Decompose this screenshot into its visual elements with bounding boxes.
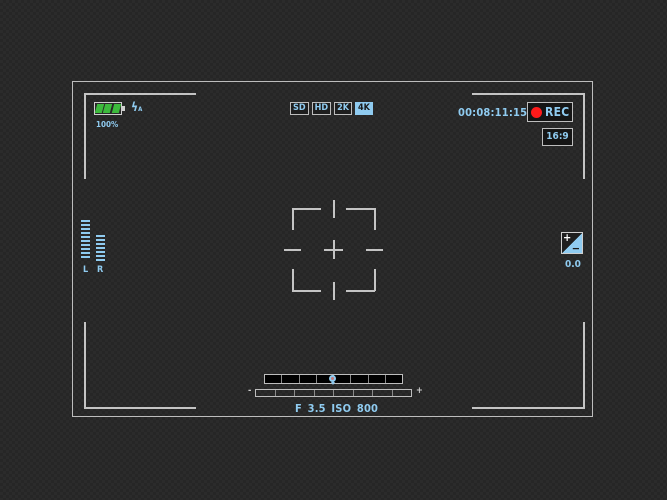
exposure-scale-ticks — [255, 389, 412, 397]
exposure-marker-icon[interactable] — [329, 375, 336, 382]
timecode: 00:08:11:15 — [458, 106, 528, 119]
flash-bolt: ϟ — [131, 100, 139, 114]
viewfinder-frame — [72, 81, 593, 417]
battery-percent: 100% — [96, 120, 119, 129]
resolution-4k[interactable]: 4K — [354, 102, 373, 115]
audio-meter-left — [81, 220, 90, 258]
audio-meter-right — [96, 235, 105, 261]
flash-mode-label: A — [138, 106, 143, 113]
rec-label: REC — [545, 105, 570, 119]
corner-bracket-top-left — [84, 93, 196, 179]
iso-value: ISO 800 — [331, 402, 379, 415]
flash-auto-icon[interactable]: ϟA — [131, 101, 142, 116]
audio-channel-left-label: L — [83, 265, 89, 275]
ev-minus: − — [571, 242, 580, 255]
corner-bracket-bottom-left — [84, 322, 196, 409]
exposure-compensation-icon[interactable]: + − — [561, 231, 583, 255]
corner-bracket-top-right — [472, 93, 585, 179]
battery-tip — [122, 106, 125, 111]
record-dot-icon — [531, 106, 542, 118]
resolution-2k[interactable]: 2K — [334, 102, 352, 115]
ev-plus: + — [563, 231, 572, 244]
aperture-value: F 3.5 — [295, 402, 326, 415]
resolution-selector: SD HD 2K 4K — [290, 102, 373, 115]
rec-indicator[interactable]: REC — [527, 102, 573, 122]
exposure-minus-label: - — [248, 386, 252, 396]
resolution-sd[interactable]: SD — [290, 102, 309, 115]
exposure-marker-pointer — [331, 382, 335, 385]
exposure-plus-label: + — [416, 386, 423, 396]
battery-full-icon — [94, 102, 122, 115]
audio-channel-right-label: R — [97, 265, 104, 275]
camera-settings: F 3.5 ISO 800 — [295, 402, 378, 415]
aspect-ratio-badge[interactable]: 16:9 — [542, 128, 573, 146]
corner-bracket-bottom-right — [472, 322, 585, 409]
resolution-hd[interactable]: HD — [311, 102, 332, 115]
exposure-compensation-value: 0.0 — [565, 259, 581, 270]
